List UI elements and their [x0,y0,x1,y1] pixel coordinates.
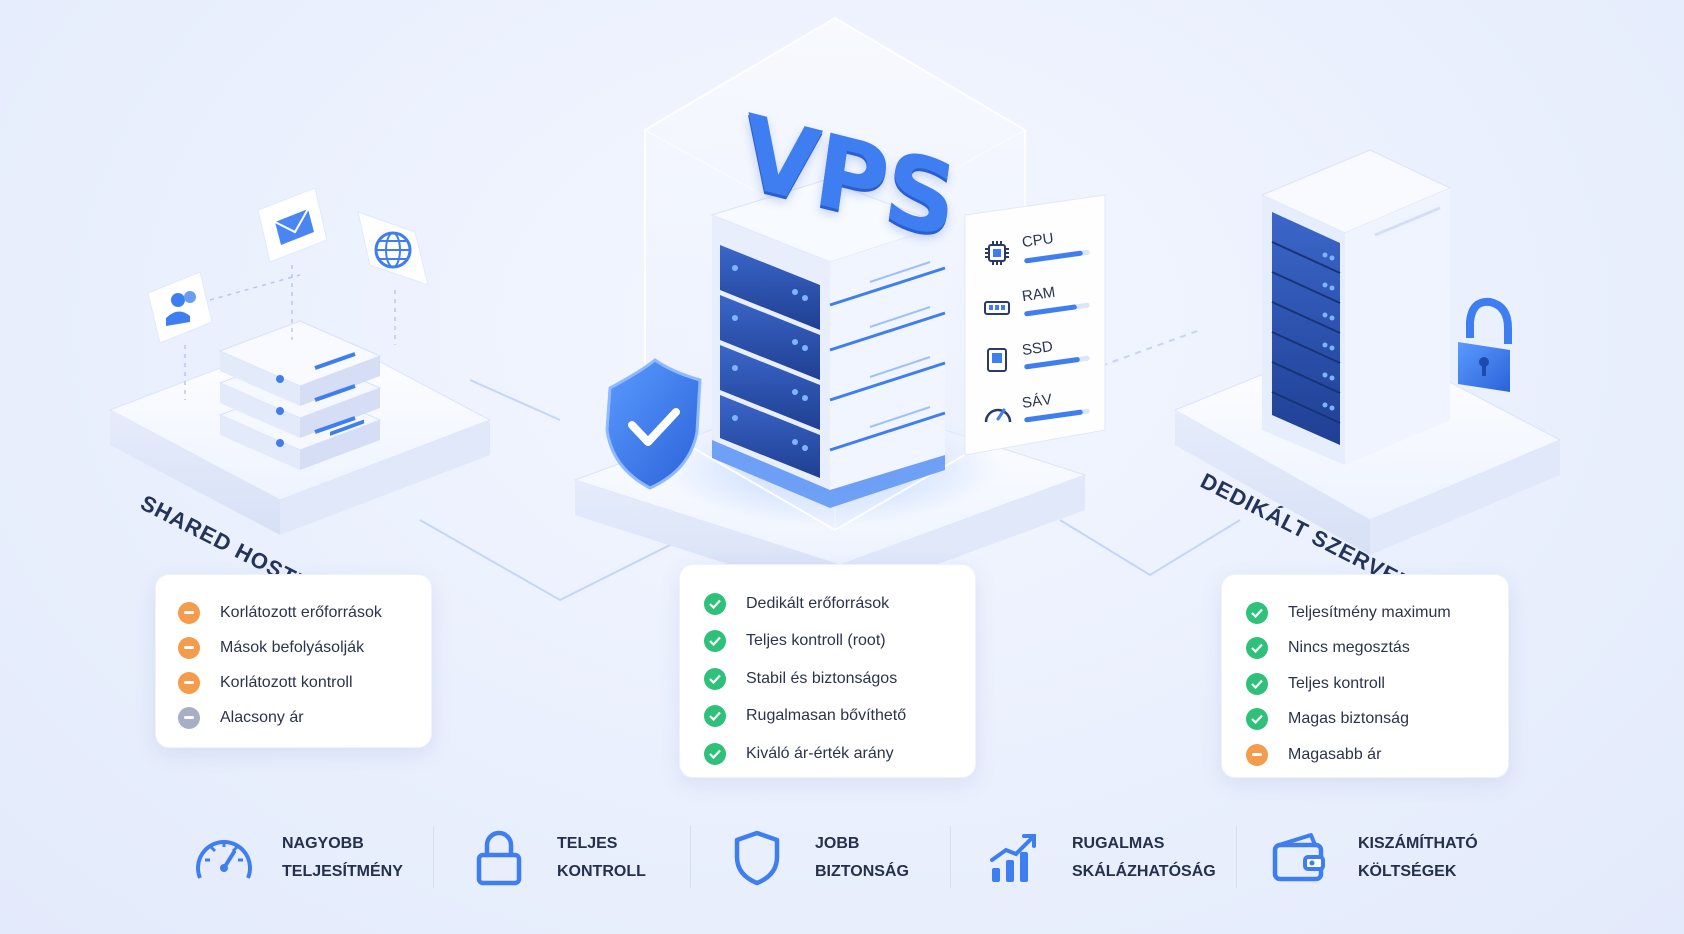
shared-hosting-platform [108,265,492,535]
feature-costs: KISZÁMÍTHATÓ KÖLTSÉGEK [1268,826,1478,890]
feature-line2: SKÁLÁZHATÓSÁG [1072,863,1216,880]
list-item-text: Korlátozott erőforrások [220,603,382,621]
list-item: Mások befolyásolják [178,630,431,665]
check-icon [1246,708,1268,731]
list-item: Kiváló ár-érték arány [704,735,975,773]
list-item-text: Rugalmasan bővíthető [746,707,907,725]
vps-list: Dedikált erőforrások Teljes kontroll (ro… [680,565,975,773]
list-item: Korlátozott erőforrások [178,595,431,630]
feature-line1: JOBB [815,835,860,852]
list-item-text: Alacsony ár [220,708,304,726]
list-item: Magasabb ár [1246,737,1508,773]
list-item-text: Teljes kontroll [1288,674,1385,692]
list-item: Nincs megosztás [1246,631,1508,667]
list-item: Teljes kontroll [1246,666,1508,702]
list-item-text: Teljes kontroll (root) [746,632,886,650]
feature-line1: RUGALMAS [1072,835,1165,852]
dedicated-server-list: Teljesítmény maximum Nincs megosztás Tel… [1222,575,1508,773]
feature-control: TELJES KONTROLL [467,826,646,890]
list-item: Korlátozott kontroll [178,665,431,700]
connection-lines [419,329,1241,602]
feature-line1: TELJES [557,835,618,852]
feature-line2: KONTROLL [557,863,646,880]
list-item-text: Korlátozott kontroll [220,673,353,691]
list-item: Rugalmasan bővíthető [704,698,975,736]
list-item-text: Dedikált erőforrások [746,594,890,612]
speedometer-icon [192,826,256,890]
list-item: Dedikált erőforrások [704,585,975,623]
check-icon [704,705,726,728]
check-icon [1246,601,1268,624]
feature-line1: NAGYOBB [282,835,364,852]
feature-divider [1236,826,1237,888]
list-item-text: Stabil és biztonságos [746,669,898,687]
feature-divider [950,826,951,888]
check-icon [704,592,726,615]
shield-icon [605,358,702,490]
feature-performance: NAGYOBB TELJESÍTMÉNY [192,826,403,890]
minus-icon [178,601,200,624]
vps-card: Dedikált erőforrások Teljes kontroll (ro… [679,564,976,778]
vps-server-rack [710,179,947,508]
email-tile [257,187,328,263]
check-icon [704,667,726,690]
feature-divider [690,826,691,888]
lock-icon [467,826,531,890]
ram-module-icon [984,301,1010,315]
shared-hosting-card: Korlátozott erőforrások Mások befolyásol… [155,574,432,748]
list-item: Teljes kontroll (root) [704,623,975,661]
speedometer-icon [984,408,1012,423]
list-item: Magas biztonság [1246,702,1508,738]
check-icon [704,630,726,653]
list-item-text: Nincs megosztás [1288,639,1410,657]
check-icon [704,742,726,765]
list-item: Alacsony ár [178,700,431,735]
feature-security: JOBB BIZTONSÁG [725,826,909,890]
feature-line2: BIZTONSÁG [815,863,909,880]
check-icon [1246,637,1268,660]
minus-icon [178,671,200,694]
growth-chart-icon [982,826,1046,890]
minus-icon [178,706,200,729]
ssd-drive-icon [987,348,1007,372]
feature-line1: KISZÁMÍTHATÓ [1358,835,1478,852]
list-item: Stabil és biztonságos [704,660,975,698]
check-icon [1246,672,1268,695]
list-item: Teljesítmény maximum [1246,595,1508,631]
cpu-chip-icon [985,241,1009,265]
globe-tile [357,211,429,286]
minus-icon [1246,743,1268,766]
shared-server-stack [218,320,382,470]
list-item-text: Magasabb ár [1288,745,1382,763]
minus-icon [178,636,200,659]
feature-divider [433,826,434,888]
list-item-text: Teljesítmény maximum [1288,603,1451,621]
feature-scalability: RUGALMAS SKÁLÁZHATÓSÁG [982,826,1216,890]
dedicated-server-tower [1260,149,1452,465]
feature-line2: TELJESÍTMÉNY [282,863,403,880]
list-item-text: Magas biztonság [1288,710,1409,728]
feature-line2: KÖLTSÉGEK [1358,863,1457,880]
users-tile [147,271,213,344]
shield-icon [725,826,789,890]
wallet-icon [1268,826,1332,890]
shared-hosting-list: Korlátozott erőforrások Mások befolyásol… [156,575,431,735]
padlock-icon [1458,297,1512,392]
list-item-text: Mások befolyásolják [220,638,365,656]
list-item-text: Kiváló ár-érték arány [746,744,894,762]
dedicated-server-card: Teljesítmény maximum Nincs megosztás Tel… [1221,574,1509,778]
